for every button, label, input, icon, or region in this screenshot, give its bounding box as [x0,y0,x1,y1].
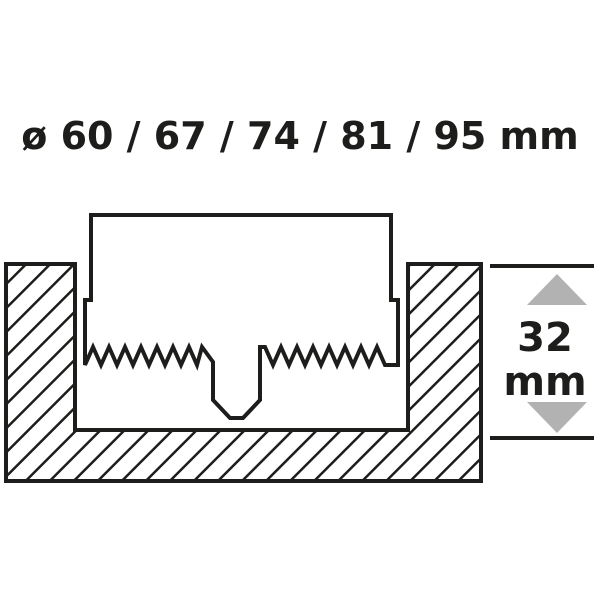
diameter-sizes-label: ø 60 / 67 / 74 / 81 / 95 mm [21,114,579,158]
arrow-down-icon [527,402,587,433]
arrow-up-icon [527,274,587,305]
depth-unit: mm [503,359,587,405]
depth-value: 32 [517,315,573,361]
hole-saw [83,213,400,420]
workpiece-hatched [4,262,483,483]
